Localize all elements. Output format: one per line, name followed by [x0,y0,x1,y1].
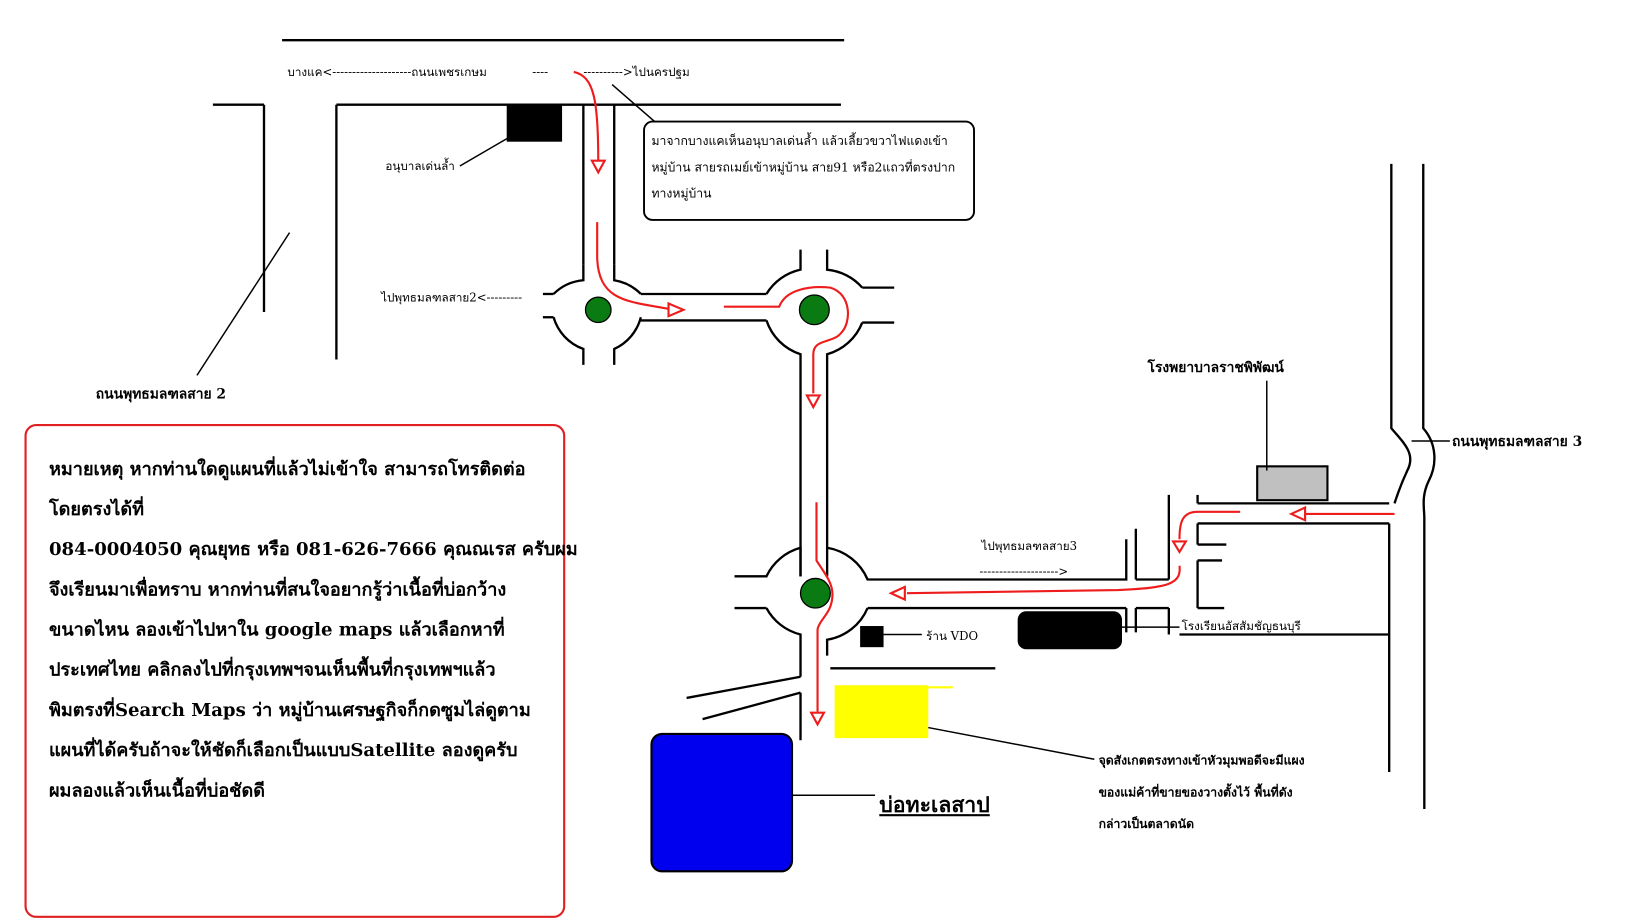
school-building [1017,611,1122,650]
label-vdo-shop: ร้าน VDO [926,629,978,643]
label-to-road3-dashes: --------------------> [979,564,1068,578]
roundabout-3-island [799,577,831,609]
callout-line: หมู่บ้าน สายรถเมย์เข้าหมู่บ้าน สาย91 หรื… [651,158,955,175]
label-kindergarten: อนุบาลเด่นล้ำ [385,157,455,173]
label-phetkasem-dashes: ---- [532,65,548,79]
note-line: พิมตรงที่Search Maps ว่า หมู่บ้านเศรษฐกิ… [49,697,531,722]
road-connector-1 [640,292,767,322]
note-line: ขนาดไหน ลองเข้าไปหาใน google maps แล้วเล… [49,617,505,641]
roundabout-3 [734,539,1128,677]
note-line: แผนที่ได้ครับถ้าจะให้ชัดก็เลือกเป็นแบบSa… [49,737,517,762]
leader-kindergarten [459,136,510,167]
road-lower [686,667,996,741]
label-school: โรงเรียนอัสสัมชัญธนบุรี [1182,619,1301,633]
landmark-note-line: ของแม่ค้าที่ขายของวางตั้งไว้ พื้นที่ดัง [1099,782,1293,799]
label-to-road2: ไปพุทธมลฑลสาย2<--------- [380,290,522,304]
road-village-entrance [582,104,616,265]
pond [650,732,794,873]
roundabout-1 [542,264,642,365]
note-line: 084-0004050 คุณยุทธ หรือ 081-626-7666 คุ… [49,539,578,561]
label-pond: บ่อทะเลสาป [879,793,989,818]
roundabout-2-island [798,294,830,326]
leader-road2 [196,232,291,376]
label-phetkasem: บางแค<--------------------ถนนเพชรเกษม [287,65,486,79]
note-line: หมายเหตุ หากท่านใดดูแผนที่แล้วไม่เข้าใจ … [49,456,526,481]
roundabout-1-island [584,296,612,324]
hospital-building [1256,465,1329,502]
road-phetkasem [212,39,845,106]
road-to-road3 [1125,494,1391,772]
note-line: จึงเรียนมาเพื่อทราบ หากท่านที่สนใจอยากรู… [49,575,507,601]
landmark-note-line: กล่าวเป็นตลาดนัด [1099,816,1195,831]
note-line: ประเทศไทย คลิกลงไปที่กรุงเทพฯจนเห็นพื้นท… [49,656,496,682]
vdo-shop-building [860,626,884,648]
market-area [834,685,929,739]
leader-market [928,726,1095,760]
label-road3: ถนนพุทธมลฑลสาย 3 [1452,434,1582,450]
kindergarten-building [506,104,563,142]
callout-line: ทางหมู่บ้าน [651,187,712,202]
label-hospital: โรงพยาบาลราชพิพัฒน์ [1147,358,1285,376]
note-line: โดยตรงได้ที่ [48,496,144,520]
note-line: ผมลองแล้วเห็นเนื้อที่บ่อชัดดี [49,776,265,801]
landmark-note-line: จุดสังเกตตรงทางเข้าหัวมุมพอดีจะมีแผง [1099,754,1305,769]
note-box: หมายเหตุ หากท่านใดดูแผนที่แล้วไม่เข้าใจ … [24,424,578,918]
label-to-nakhonpathom: ---------->ไปนครปฐม [583,65,689,79]
roundabout-2 [765,249,895,577]
directions-callout: มาจากบางแคเห็นอนุบาลเด่นล้ำ แล้วเลี้ยวขว… [611,84,975,221]
label-road2: ถนนพุทธมลฑลสาย 2 [96,387,226,403]
callout-line: มาจากบางแคเห็นอนุบาลเด่นล้ำ แล้วเลี้ยวขว… [651,132,947,149]
label-to-road3: ไปพุทธมลฑลสาย3 [980,539,1077,553]
route-from-phetkasem [573,70,849,727]
route-from-road3 [888,505,1395,602]
road-phutthamonthon-3 [1390,163,1436,809]
road-phutthamonthon-2 [262,104,338,360]
